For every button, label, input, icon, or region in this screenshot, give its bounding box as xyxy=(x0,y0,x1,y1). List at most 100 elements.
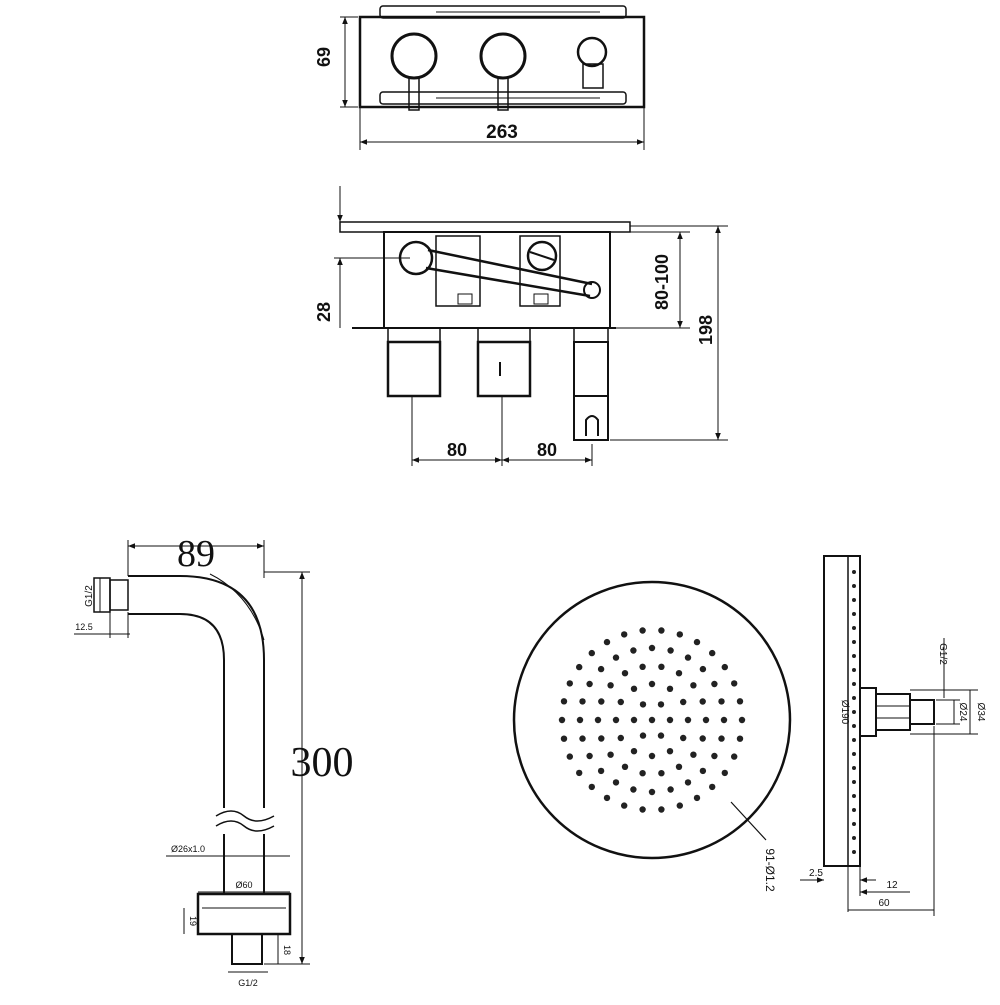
nozzle xyxy=(603,638,611,646)
nozzle xyxy=(588,649,595,657)
side-nozzle xyxy=(852,822,856,826)
nozzle xyxy=(658,627,665,634)
side-nozzle xyxy=(852,584,856,588)
dim-height-198: 198 xyxy=(696,315,716,345)
nozzle xyxy=(576,663,583,671)
nozzle xyxy=(597,665,605,673)
nozzle xyxy=(648,680,656,688)
nozzle xyxy=(630,716,638,724)
nozzle xyxy=(693,794,701,802)
dim-depth-60: 60 xyxy=(878,898,890,909)
nozzle xyxy=(630,748,638,755)
dim-stub-18: 18 xyxy=(282,945,292,955)
label-inner-dia: Ø24 xyxy=(957,703,968,722)
dim-spacing-right: 80 xyxy=(537,440,557,460)
nozzle xyxy=(658,770,665,777)
nozzle xyxy=(709,649,716,657)
side-nozzle xyxy=(852,654,856,658)
dim-spacing-left: 80 xyxy=(447,440,467,460)
nozzle xyxy=(666,685,674,692)
side-nozzle xyxy=(852,738,856,742)
nozzle xyxy=(666,748,674,755)
nozzle xyxy=(690,682,697,689)
nozzle xyxy=(630,647,637,654)
nozzle xyxy=(639,627,646,634)
nozzle xyxy=(617,698,624,706)
nozzle xyxy=(560,735,568,742)
nozzle xyxy=(598,698,605,705)
nozzle xyxy=(738,716,746,724)
nozzle xyxy=(566,753,573,760)
nozzle xyxy=(648,752,656,760)
mixer-body-left xyxy=(386,340,442,398)
nozzle xyxy=(639,806,646,813)
nozzle xyxy=(657,732,665,739)
nozzle xyxy=(630,786,637,793)
nozzle xyxy=(675,670,683,677)
nozzle xyxy=(736,735,744,742)
side-nozzle xyxy=(852,850,856,854)
nozzle xyxy=(680,734,687,742)
side-nozzle xyxy=(852,682,856,686)
dim-reach-89: 89 xyxy=(177,533,215,575)
dim-flange-19: 19 xyxy=(188,916,198,926)
nozzle xyxy=(579,698,586,705)
side-nozzle xyxy=(852,570,856,574)
nozzle-grid xyxy=(558,627,746,813)
side-nozzle xyxy=(852,766,856,770)
nozzle xyxy=(658,663,665,670)
nozzle xyxy=(731,753,738,760)
nozzle xyxy=(648,644,656,652)
nozzle xyxy=(684,716,692,724)
nozzle xyxy=(588,783,595,791)
hand-shower-holder xyxy=(573,396,609,441)
side-nozzle xyxy=(852,780,856,784)
nozzle xyxy=(639,732,647,739)
nozzle xyxy=(690,751,697,758)
side-nozzle xyxy=(852,598,856,602)
dim-depth-69: 69 xyxy=(314,47,334,67)
nozzle-leader-line xyxy=(730,801,767,841)
dim-length-300: 300 xyxy=(291,740,354,786)
nozzle xyxy=(699,665,707,673)
nozzle xyxy=(576,769,583,777)
dim-edge-2-5: 2.5 xyxy=(809,868,823,879)
shower-head-outline xyxy=(512,580,792,860)
label-nozzle-count: 91-Ø1.2 xyxy=(763,848,777,892)
side-view-nozzles xyxy=(852,570,856,854)
nozzle xyxy=(709,783,716,791)
nozzle xyxy=(680,698,687,706)
nozzle xyxy=(657,701,665,708)
nozzle xyxy=(702,716,710,724)
dim-adjust-80-100: 80-100 xyxy=(652,254,672,310)
label-outer-dia: Ø34 xyxy=(975,703,986,722)
nozzle xyxy=(684,654,692,661)
side-nozzle xyxy=(852,640,856,644)
mixer-lever xyxy=(427,248,593,286)
dim-protrusion-28: 28 xyxy=(314,302,334,322)
nozzle xyxy=(718,698,725,705)
side-nozzle xyxy=(852,668,856,672)
nozzle xyxy=(612,779,620,786)
label-plate-diameter: Ø190 xyxy=(839,700,850,725)
nozzle xyxy=(586,680,593,688)
side-nozzle xyxy=(852,710,856,714)
dim-offset-12: 12 xyxy=(886,880,898,891)
nozzle xyxy=(699,767,707,775)
nozzle xyxy=(597,767,605,775)
nozzle xyxy=(594,716,602,724)
side-nozzle xyxy=(852,724,856,728)
nozzle xyxy=(566,680,573,687)
label-side-thread: G1/2 xyxy=(937,643,948,665)
label-flange-dia: Ø60 xyxy=(235,880,252,890)
shower-arm-drawing: 89 300 G1/2 12.5 Ø26x1.0 Ø60 19 18 G1/2 xyxy=(74,533,354,988)
nozzle xyxy=(666,716,674,724)
nozzle xyxy=(621,802,628,809)
top-view: 69 263 xyxy=(314,5,646,150)
nozzle xyxy=(721,663,728,671)
nozzle xyxy=(630,685,638,692)
nozzle xyxy=(607,682,614,689)
nozzle xyxy=(621,763,629,770)
nozzle xyxy=(603,794,611,802)
